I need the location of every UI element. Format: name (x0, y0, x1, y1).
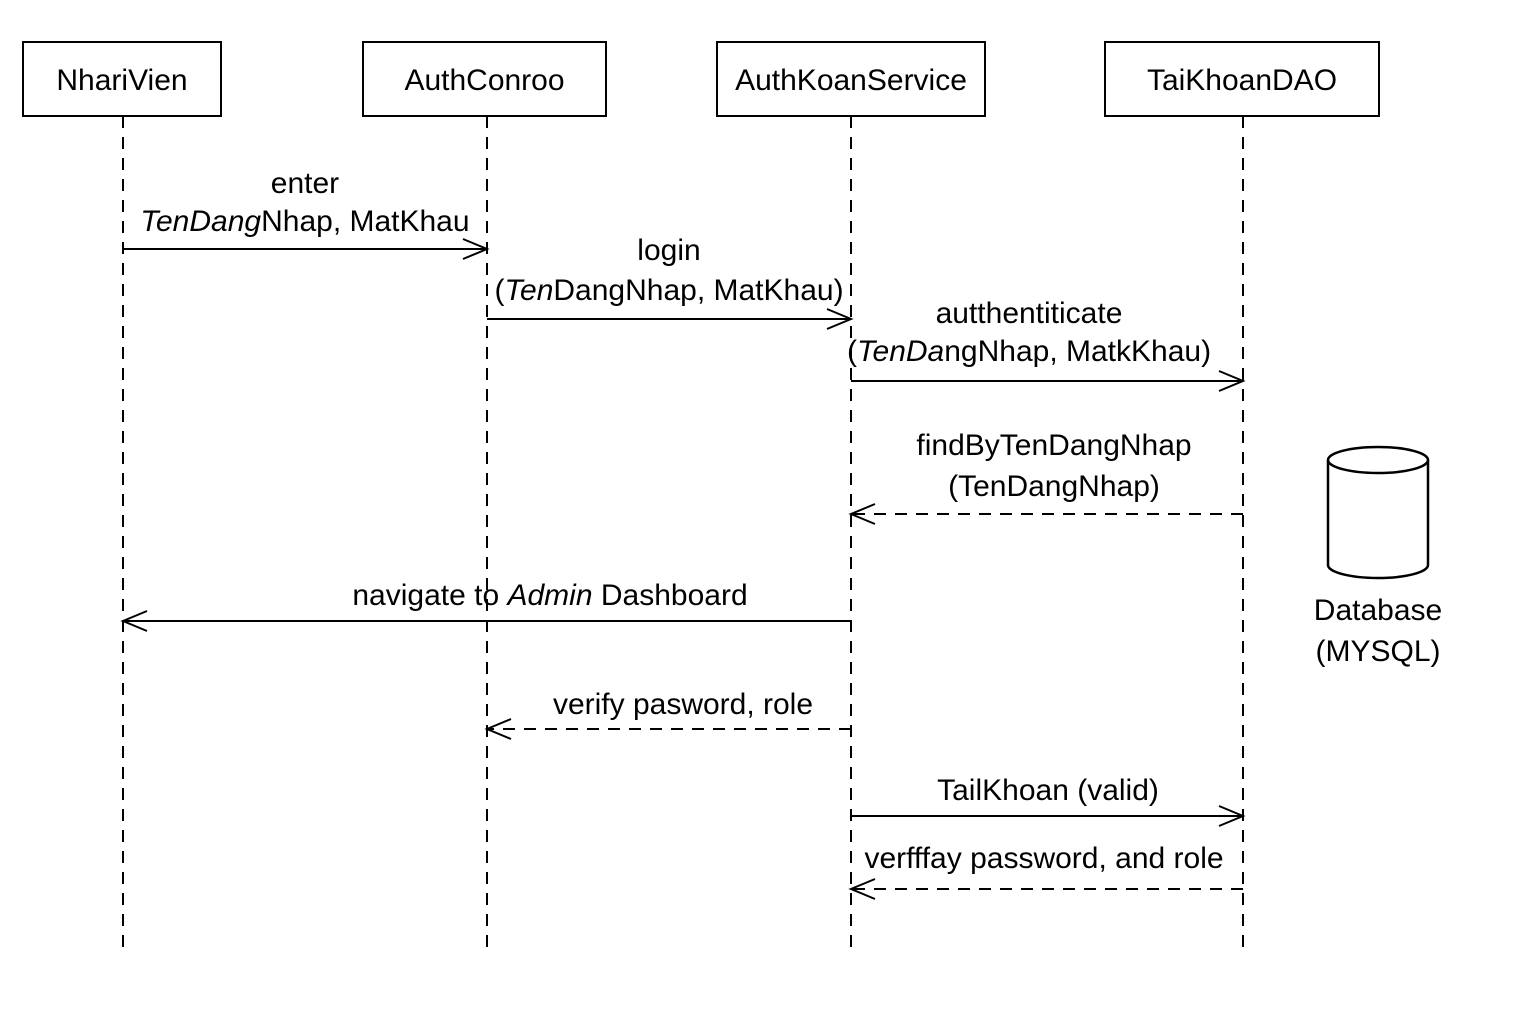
message-taikhoan-valid: TailKhoan (valid) (851, 774, 1246, 827)
participant-label-taikhoandao: TaiKhoanDAO (1147, 64, 1337, 97)
message-label-segment: verify pasword, role (553, 688, 813, 721)
participant-label-nhanvien: NhariVien (56, 64, 187, 97)
message-login: login (TenDangNhap, MatKhau) (487, 234, 854, 330)
message-navigate: navigate to Admin Dashboard (120, 579, 851, 632)
message-arrowhead-enter (462, 238, 490, 260)
participant-taikhoandao: TaiKhoanDAO (1104, 41, 1380, 948)
participants: NhariVien AuthConroo AuthKoanService TaiKho… (22, 41, 1380, 948)
message-authenticate: autthentiticate (TenDangNhap, MatkKhau) (847, 297, 1246, 392)
message-label-authenticate-line-1: autthentiticate (936, 297, 1123, 330)
message-arrowhead-navigate (120, 610, 148, 632)
message-label-segment: findByTenDangNhap (916, 429, 1191, 462)
participant-box-nhanvien (22, 41, 222, 117)
message-label-segment: Ten (504, 274, 553, 307)
participant-nhanvien: NhariVien (22, 41, 222, 948)
message-arrowhead-findbytendangnhap (848, 503, 876, 525)
message-label-segment: Dashboard (593, 579, 748, 612)
message-verfffay: verfffay password, and role (848, 842, 1243, 900)
message-label-segment: Nhap, MatKhau (261, 205, 469, 238)
message-label-verfffay-line-1: verfffay password, and role (864, 842, 1223, 875)
message-label-navigate-line-1: navigate to Admin Dashboard (352, 579, 747, 612)
message-verify: verify pasword, role (484, 688, 851, 740)
message-arrowhead-login (826, 308, 854, 330)
message-label-segment: ( (494, 274, 504, 307)
database: Database (MYSQL) (1314, 445, 1442, 668)
database-cylinder-icon (1326, 445, 1430, 580)
participant-authcontroller: AuthConroo (362, 41, 607, 948)
message-arrowhead-taikhoan-valid (1218, 805, 1246, 827)
message-label-authenticate-line-2: (TenDangNhap, MatkKhau) (847, 335, 1211, 368)
message-label-segment: enter (271, 167, 339, 200)
message-label-segment: Admin (505, 579, 592, 612)
message-arrowhead-verfffay (848, 878, 876, 900)
message-label-segment: TenDang (140, 205, 261, 238)
message-arrowhead-authenticate (1218, 370, 1246, 392)
message-label-findbytendangnhap-line-2: (TenDangNhap) (948, 470, 1160, 503)
message-label-segment: navigate to (352, 579, 507, 612)
message-findbytendangnhap: findByTenDangNhap (TenDangNhap) (848, 429, 1243, 525)
participant-box-taikhoandao (1104, 41, 1380, 117)
message-label-enter-line-1: enter (271, 167, 339, 200)
database-label-line-2: (MYSQL) (1315, 635, 1440, 668)
message-label-segment: ngNhap, MatkKhau) (944, 335, 1211, 368)
message-label-findbytendangnhap-line-1: findByTenDangNhap (916, 429, 1191, 462)
message-label-login-line-2: (TenDangNhap, MatKhau) (494, 274, 843, 307)
message-label-segment: DangNhap, MatKhau) (553, 274, 843, 307)
message-label-segment: login (637, 234, 700, 267)
message-label-segment: TenDa (857, 335, 944, 368)
message-label-enter-line-2: TenDangNhap, MatKhau (140, 205, 469, 238)
database-label-line-1: Database (1314, 594, 1442, 627)
participant-label-authcontroller: AuthConroo (404, 64, 564, 97)
message-label-segment: autthentiticate (936, 297, 1123, 330)
message-arrowhead-verify (484, 718, 512, 740)
participant-label-authservice: AuthKoanService (735, 64, 967, 97)
message-label-verify-line-1: verify pasword, role (553, 688, 813, 721)
message-label-taikhoan-valid-line-1: TailKhoan (valid) (937, 774, 1159, 807)
message-label-login-line-1: login (637, 234, 700, 267)
message-label-segment: verfffay password, and role (864, 842, 1223, 875)
message-label-segment: (TenDangNhap) (948, 470, 1160, 503)
message-label-segment: TailKhoan (valid) (937, 774, 1159, 807)
participant-box-authcontroller (362, 41, 607, 117)
message-label-segment: ( (847, 335, 857, 368)
participant-authservice: AuthKoanService (716, 41, 986, 948)
